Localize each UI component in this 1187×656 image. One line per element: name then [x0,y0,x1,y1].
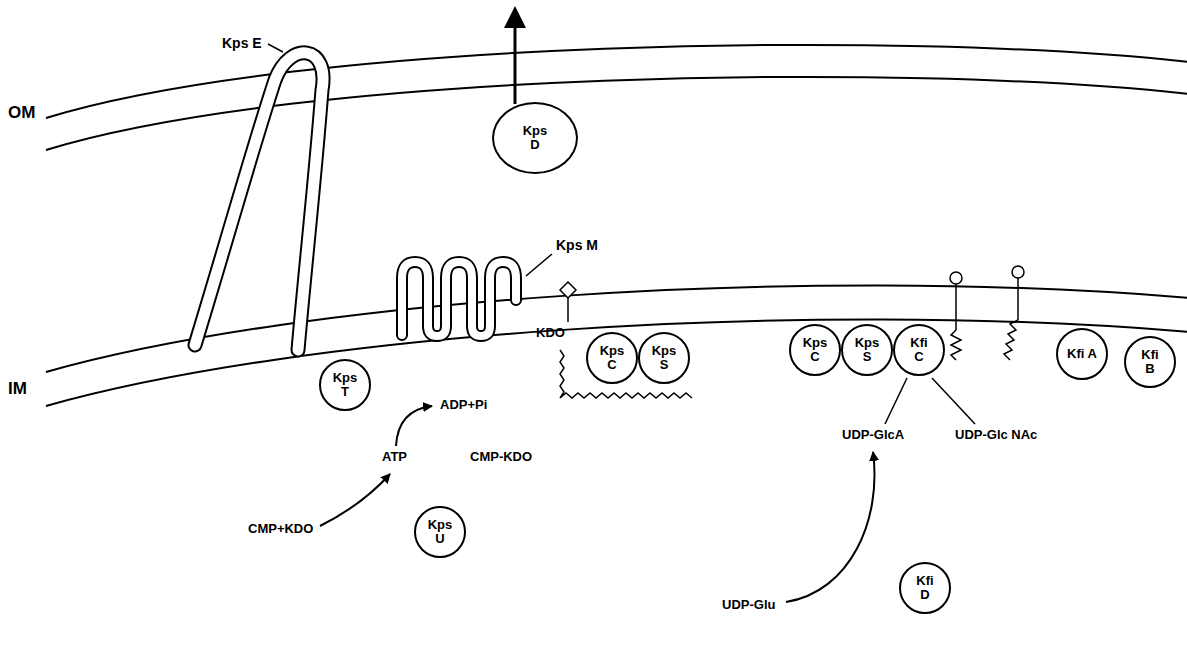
protein-name: Kfi B [1135,348,1165,377]
protein-name: Kps S [649,344,679,373]
lipid-stalk [1017,278,1019,320]
reaction-arrow [320,474,390,526]
protein-circle: Kps C [586,332,638,384]
membrane-label: OM [8,104,35,123]
lipid-head [950,272,962,284]
protein-outline-edge [195,53,323,350]
protein-name: Kfi C [904,336,934,365]
protein-circle: Kps U [414,506,466,558]
metabolite-label: CMP+KDO [248,522,313,536]
substrate-line [885,378,907,424]
substrate-line [932,378,975,424]
protein-name: Kfi D [910,574,940,603]
protein-name: Kps S [852,336,882,365]
hairpin-protein: Kps E [180,30,350,365]
protein-circle: Kfi B [1124,336,1176,388]
metabolite-label: ATP [382,450,407,464]
outer-membrane-line [46,77,1187,150]
kdo-diamond [560,282,576,298]
inner-membrane-line [46,286,1187,372]
membrane-label: IM [8,380,27,399]
protein-name: Kps C [597,344,627,373]
metabolite-label: CMP-KDO [470,450,532,464]
inner-membrane-line [46,320,1187,406]
metabolite-label: ADP+Pi [440,398,487,412]
protein-ellipse: Kps D [492,102,578,174]
protein-name: Kps M [556,238,598,253]
lipid-head [1012,266,1024,278]
protein-circle: Kfi A [1056,328,1108,380]
export-arrow-head [504,6,526,28]
metabolite-label: UDP-Glc NAc [955,428,1037,442]
leader-line [526,254,552,276]
protein-circle: Kfi C [893,324,945,376]
protein-circle: Kfi D [899,562,951,614]
export-arrow-shaft [514,26,517,104]
protein-outline-edge [402,262,516,336]
protein-name: Kps T [330,371,360,400]
lipid-stalk [955,284,957,330]
leader-line [268,44,283,52]
protein-name: Kps D [520,124,550,153]
protein-circle: Kps T [319,359,371,411]
protein-outline [390,236,610,351]
polymer-chain [951,330,961,360]
protein-name: Kps C [800,336,830,365]
protein-name: Kfi A [1067,347,1097,361]
kdo-stalk [567,298,569,322]
protein-outline-fill [402,262,516,336]
protein-circle: Kps S [841,324,893,376]
metabolite-label: KDO [536,326,565,340]
protein-circle: Kps C [789,324,841,376]
protein-name: Kps U [425,518,455,547]
polymer-chain [1004,320,1018,360]
protein-circle: Kps S [638,332,690,384]
transmembrane-protein: Kps M [390,236,610,351]
reaction-arrow [396,406,432,446]
protein-outline [180,30,350,365]
metabolite-label: UDP-Glu [722,598,775,612]
protein-name: Kps E [222,36,262,51]
reaction-arrow [786,452,874,602]
metabolite-label: UDP-GlcA [842,428,904,442]
protein-outline-fill [195,53,323,350]
